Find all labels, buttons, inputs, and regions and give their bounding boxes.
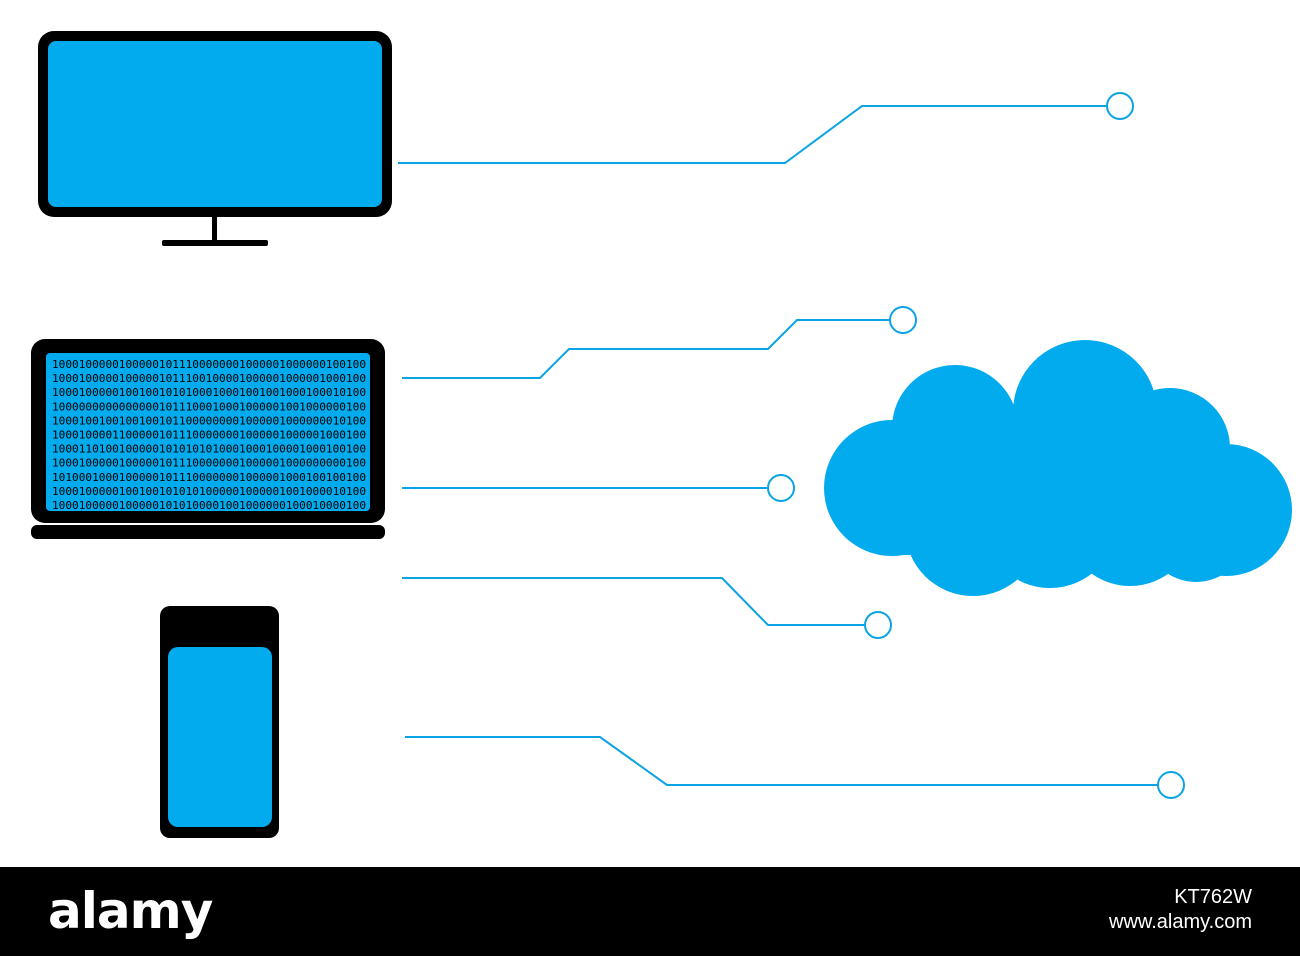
connection-node-laptop-1 xyxy=(889,306,917,334)
binary-row: 1000100000100000101110000000100000100000… xyxy=(52,457,366,470)
connection-node-monitor xyxy=(1106,92,1134,120)
monitor-screen xyxy=(48,41,382,207)
laptop-base xyxy=(31,525,385,539)
connection-line-smartphone xyxy=(405,736,1158,786)
watermark-footer: alamy KT762W www.alamy.com xyxy=(0,867,1300,956)
smartphone-screen xyxy=(168,647,272,827)
connection-line-monitor xyxy=(398,105,1107,164)
binary-row: 1010001000100000101110000000100000100010… xyxy=(52,471,366,484)
connection-node-smartphone xyxy=(1157,771,1185,799)
connection-node-laptop-2 xyxy=(767,474,795,502)
footer-meta: KT762W www.alamy.com xyxy=(1109,885,1252,935)
monitor-icon xyxy=(38,31,392,246)
monitor-stand-neck xyxy=(212,217,217,241)
binary-row: 1000100001100000101110000000100000100000… xyxy=(52,429,366,442)
connection-lines xyxy=(398,92,1185,799)
binary-row: 1000100000100100101010001000100100100010… xyxy=(52,386,366,399)
laptop-binary-text: 1000100000100000101110000000100000100000… xyxy=(52,358,366,512)
laptop-screen xyxy=(46,353,370,511)
binary-row: 1000110100100000101010101000100010000100… xyxy=(52,443,366,456)
binary-row: 1000100000100000101110000000100000100000… xyxy=(52,358,366,371)
binary-row: 1000000000000000101110001000100000100100… xyxy=(52,400,366,413)
connection-line-laptop-3 xyxy=(402,577,864,626)
alamy-logo: alamy xyxy=(48,882,213,940)
smartphone-icon xyxy=(160,606,279,838)
laptop-icon: 1000100000100000101110000000100000100000… xyxy=(31,339,385,539)
monitor-stand-base xyxy=(162,240,268,246)
devices-cloud-diagram: 1000100000100000101110000000100000100000… xyxy=(31,31,1292,838)
binary-row: 1000100000100000101110010000100000100000… xyxy=(52,372,366,385)
binary-row: 1000100000100000101010000100100000010001… xyxy=(52,499,366,512)
site-url: www.alamy.com xyxy=(1109,911,1252,933)
image-id: KT762W xyxy=(1174,886,1252,908)
connection-node-laptop-3 xyxy=(864,611,892,639)
connection-line-laptop-1 xyxy=(402,319,890,379)
cloud-icon xyxy=(824,340,1292,596)
binary-row: 1000100100100100101100000000100000100000… xyxy=(52,414,366,427)
binary-row: 1000100000100100101010100000100000100100… xyxy=(52,485,366,498)
